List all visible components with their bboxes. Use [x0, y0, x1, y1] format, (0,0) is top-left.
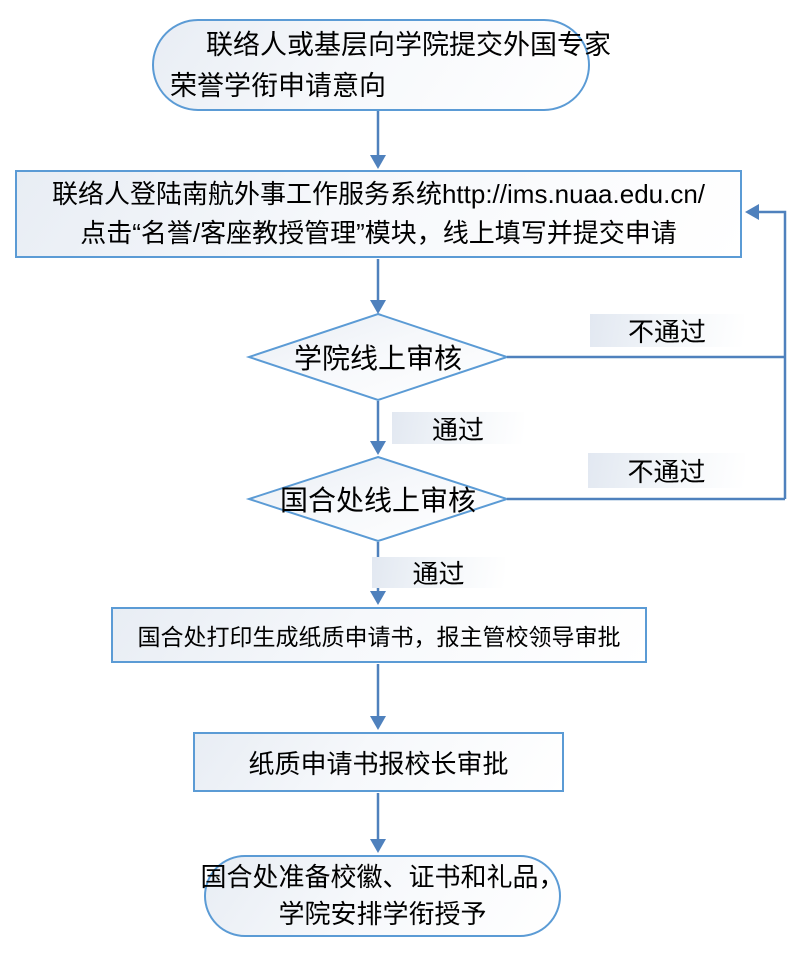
node-start-line2: 荣誉学衔申请意向 — [170, 71, 386, 101]
node-submit-line1: 联络人登陆南航外事工作服务系统http://ims.nuaa.edu.cn/ — [51, 179, 706, 209]
node-print-approval: 国合处打印生成纸质申请书，报主管校领导审批 — [111, 607, 647, 663]
arrow-college-to-intl-head — [370, 441, 386, 455]
edge-label-college-fail: 不通过 — [590, 314, 744, 347]
node-end-line2: 学院安排学衔授予 — [278, 899, 487, 929]
edge-label-college-pass: 通过 — [392, 412, 524, 445]
node-end: 国合处准备校徽、证书和礼品， 学院安排学衔授予 — [201, 855, 565, 937]
node-president-approval-label: 纸质申请书报校长审批 — [248, 748, 509, 779]
node-intl-office-review-label: 国合处线上审核 — [279, 485, 476, 516]
node-college-review-label: 学院线上审核 — [293, 343, 462, 374]
arrow-intl-to-print-head — [370, 591, 386, 605]
decision-intl-office-review-shape — [245, 455, 511, 543]
node-submit-application: 联络人登陆南航外事工作服务系统http://ims.nuaa.edu.cn/ 点… — [15, 170, 742, 258]
edge-label-intl-pass: 通过 — [372, 557, 505, 589]
arrow-submit-to-college-head — [370, 300, 386, 314]
arrow-president-to-end-head — [370, 839, 386, 853]
node-president-approval: 纸质申请书报校长审批 — [193, 732, 564, 792]
edge-label-intl-fail: 不通过 — [588, 453, 745, 488]
node-start: 联络人或基层向学院提交外国专家 荣誉学衔申请意向 — [152, 19, 611, 111]
node-end-line1: 国合处准备校徽、证书和礼品， — [200, 862, 565, 892]
edge-feedback-return-line — [759, 210, 787, 499]
node-submit-line2: 点击“名誉/客座教授管理”模块，线上填写并提交申请 — [80, 218, 677, 248]
node-start-line1: 联络人或基层向学院提交外国专家 — [206, 30, 611, 60]
arrow-start-to-submit-head — [370, 155, 386, 169]
arrow-print-to-president-head — [370, 716, 386, 730]
edge-feedback-return-head — [745, 204, 759, 220]
decision-college-review-shape — [245, 312, 511, 402]
node-print-approval-label: 国合处打印生成纸质申请书，报主管校领导审批 — [137, 624, 621, 650]
